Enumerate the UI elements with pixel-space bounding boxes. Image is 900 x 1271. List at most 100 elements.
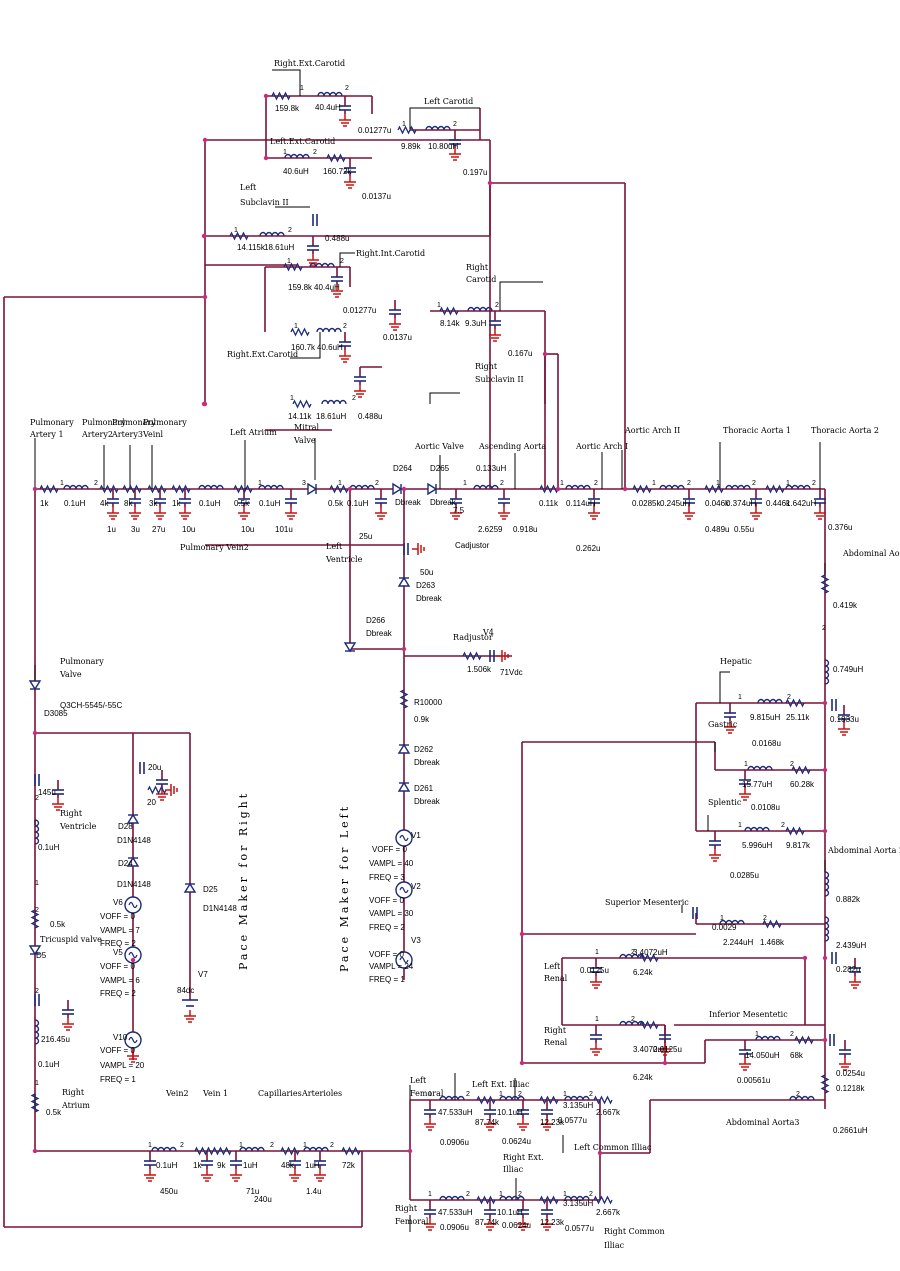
pin-number: 1	[786, 480, 790, 487]
diode	[343, 642, 357, 653]
resistor	[399, 689, 409, 709]
label-text: 27u	[152, 525, 165, 534]
label-text: 2.439uH	[836, 941, 866, 950]
label-text: 0.882k	[836, 895, 861, 904]
inductor	[316, 327, 342, 333]
label-text: 1uH	[305, 1161, 320, 1170]
label-text: 0.0125u	[580, 966, 609, 975]
inductor	[425, 125, 451, 131]
resistor	[194, 1146, 214, 1156]
resistor	[462, 651, 482, 661]
resistor	[539, 1095, 559, 1105]
label-text: 87.74k	[475, 1118, 500, 1127]
label-text: 0.0285u	[730, 871, 759, 880]
resistor	[639, 953, 659, 963]
pin-number: 1	[239, 1142, 243, 1149]
pin-number: 2	[812, 480, 816, 487]
label-text: 0.5k	[234, 499, 250, 508]
resistor	[229, 231, 249, 241]
junction-node	[263, 155, 269, 161]
label-text: VOFF = 0	[100, 912, 135, 921]
label-text: 40.4uH	[314, 283, 340, 292]
inductor	[824, 659, 830, 685]
label-text: D3085	[44, 709, 68, 718]
label-text: 9.815uH	[750, 713, 780, 722]
label-text: Dbreak	[414, 797, 441, 806]
label-text: Left.Ext.Carotid	[270, 137, 335, 146]
label-text: VAMPL = 6	[100, 976, 140, 985]
label-text: 47.533uH	[438, 1208, 473, 1217]
label-text: 0.488u	[358, 412, 382, 421]
pin-number: 1	[716, 480, 720, 487]
resistor	[171, 484, 191, 494]
label-text: Thoracic Aorta 1	[723, 426, 791, 435]
label-text: FREQ = 2	[100, 939, 136, 948]
resistor	[329, 484, 349, 494]
pin-number: 2	[781, 822, 785, 829]
inductor	[725, 484, 751, 490]
inductor	[317, 91, 343, 97]
label-text: 0.1uH	[259, 499, 281, 508]
label-text: Left	[544, 962, 561, 971]
label-text: FREQ = 1	[100, 1075, 136, 1084]
label-text: 0.1uH	[64, 499, 86, 508]
pin-number: 1	[35, 880, 39, 887]
label-text: 40.4uH	[315, 103, 341, 112]
label-text: Valve	[293, 436, 316, 445]
diode	[427, 482, 438, 496]
label-text: 0.01277u	[358, 126, 391, 135]
label-text: 0.0168u	[752, 739, 781, 748]
pin-number: 1	[258, 480, 262, 487]
label-text: 0.1uH	[156, 1161, 178, 1170]
label-text: 0.262u	[576, 544, 600, 553]
resistor	[99, 484, 119, 494]
label-text: 9.817k	[786, 841, 811, 850]
label-text: Gastric	[708, 720, 738, 729]
inductor	[467, 306, 493, 312]
label-text: 1k	[40, 499, 49, 508]
label-text: Right.Int.Carotid	[356, 249, 425, 258]
label-text: VOFF = 0	[372, 845, 407, 854]
resistor	[476, 1095, 496, 1105]
label-text: Valve	[59, 670, 82, 679]
label-text: Aortic Arch II	[624, 426, 680, 435]
pin-number: 2	[687, 480, 691, 487]
pin-number: 1	[499, 1091, 503, 1098]
diode	[397, 743, 411, 754]
label-text: D1N4148	[117, 836, 151, 845]
label-text: 0.0577u	[565, 1224, 594, 1233]
junction-node	[201, 233, 207, 239]
label-text: 4k	[100, 499, 109, 508]
pin-number: 1	[402, 121, 406, 128]
label-text: 1k	[193, 1161, 202, 1170]
label-text: 14.115k	[237, 243, 266, 252]
label-text: 10.80uH	[428, 142, 458, 151]
inductor	[284, 153, 310, 159]
diode	[28, 680, 42, 691]
label-text: Veinl	[142, 430, 163, 439]
junction-node	[822, 1037, 828, 1043]
resistor	[39, 484, 59, 494]
resistor	[290, 327, 310, 337]
label-text: 0.55u	[734, 525, 754, 534]
label-text: 7.5	[453, 506, 465, 515]
label-text: 87.74k	[475, 1218, 500, 1227]
pin-number: 2	[787, 694, 791, 701]
label-text: Ascending Aorta	[478, 442, 546, 451]
label-text: 0.374uH	[726, 499, 756, 508]
sine-wave	[399, 886, 409, 894]
label-text: Atrium	[61, 1101, 90, 1110]
leader-line	[290, 332, 321, 359]
junction-node	[201, 401, 207, 407]
pin-number: 2	[375, 480, 379, 487]
label-text: Right Common	[604, 1227, 665, 1236]
label-text: D25	[203, 885, 218, 894]
label-text: 160.72k	[323, 167, 352, 176]
label-text: 2.244uH	[723, 938, 753, 947]
inductor	[349, 484, 375, 490]
inductor	[619, 953, 645, 959]
pin-number: 2	[330, 1142, 334, 1149]
pin-number: 1	[738, 822, 742, 829]
label-text: 159.8k	[288, 283, 313, 292]
pin-number: 1	[428, 1091, 432, 1098]
